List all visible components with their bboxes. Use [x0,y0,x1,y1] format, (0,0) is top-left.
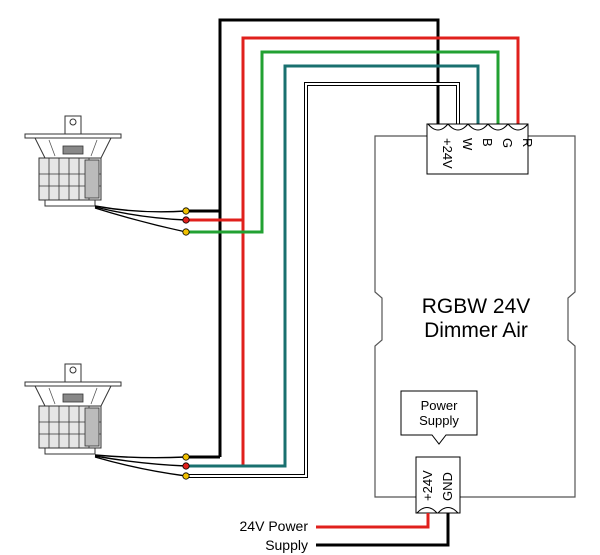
wire-positive [186,18,440,213]
wire-blue [186,64,480,468]
supply-label-line2: Supply [265,537,308,553]
fixture-top [24,115,122,207]
supply-label-line1: 24V Power [240,518,309,534]
fixture-top-leads [94,205,190,236]
terminal-label-plus24v: +24V [440,138,455,169]
supply-wire-red [316,513,430,529]
power-supply-line1: Power [421,398,459,413]
wire-green [186,50,500,234]
terminal-label-gnd: GND [440,472,455,501]
terminal-label-r: R [520,138,535,147]
input-terminal-block: +24V GND [415,456,461,514]
wire-red [186,36,520,222]
dimmer-title-line1: RGBW 24V [422,295,531,318]
output-terminal-block: +24V W B G R [426,123,535,175]
fixture-bottom-leads [94,453,190,480]
terminal-label-g: G [500,138,515,148]
power-supply-line2: Supply [419,413,459,428]
fixture-bottom [24,363,122,455]
dimmer-title-line2: Dimmer Air [424,319,528,342]
terminal-label-b: B [480,138,495,147]
terminal-label-in-plus24v: +24V [420,470,435,501]
power-supply-tag [400,390,478,445]
terminal-label-w: W [460,138,475,151]
supply-wire-black [316,513,450,547]
